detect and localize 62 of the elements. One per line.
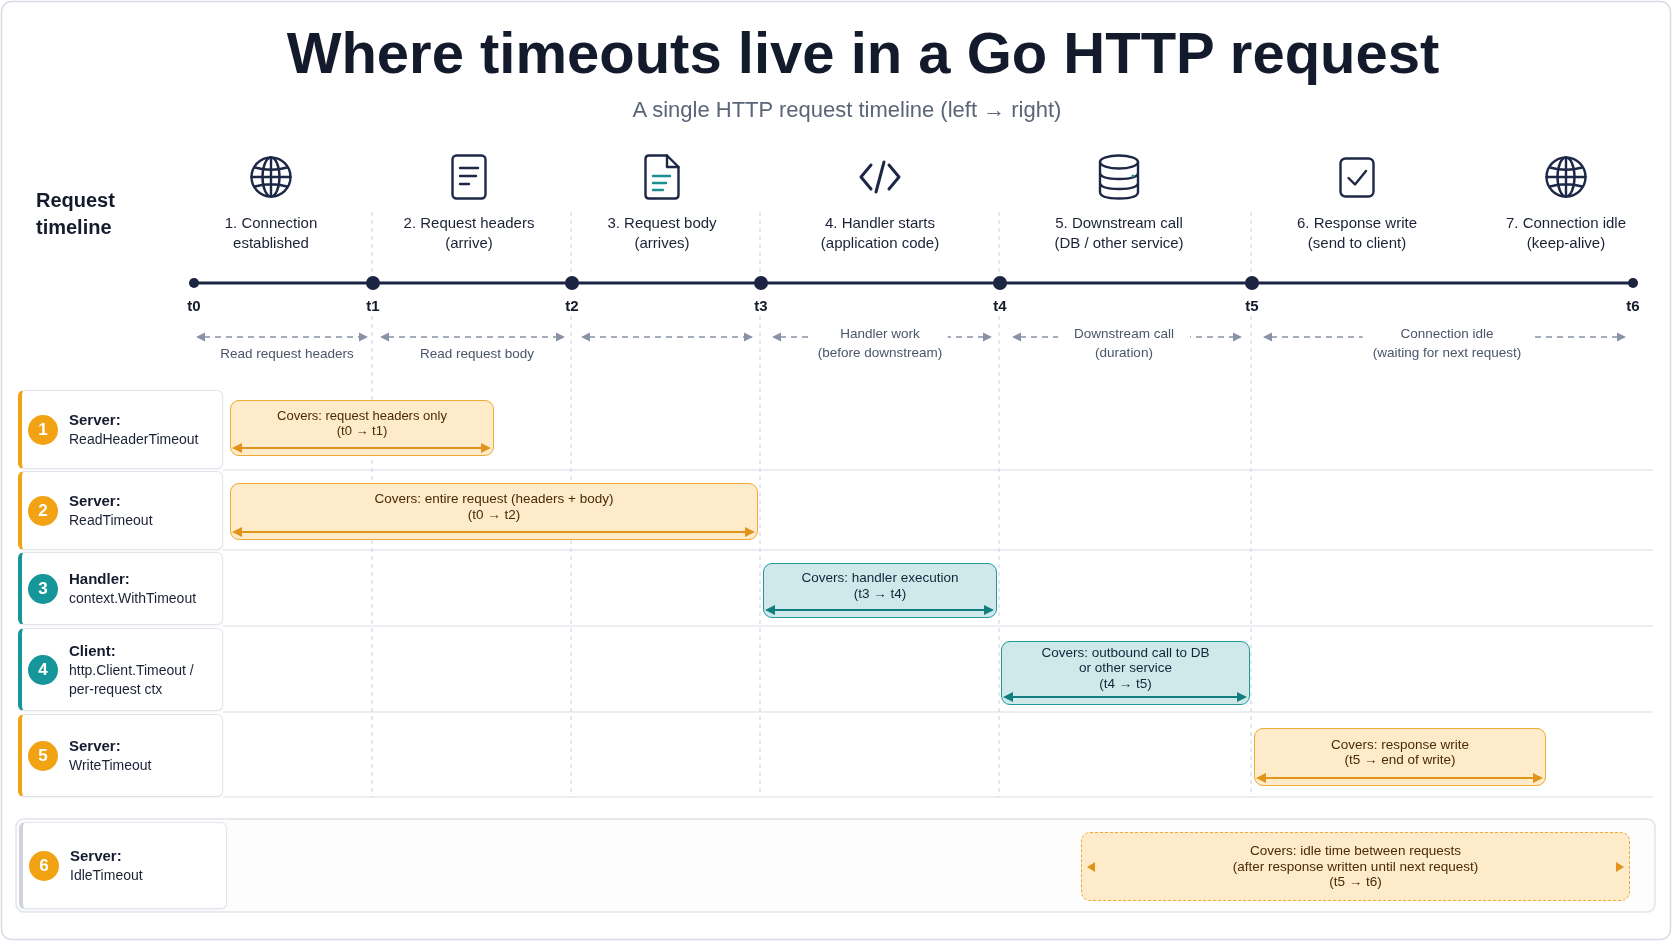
- timeout-owner: Server:: [69, 410, 121, 430]
- tick-label: t5: [1245, 296, 1259, 316]
- subtitle: A single HTTP request timeline (left → right): [632, 97, 1062, 123]
- step-number-badge: 1: [28, 414, 58, 445]
- timeout-setting: http.Client.Timeout / per-request ctx: [69, 660, 194, 699]
- phase-label: 5. Downstream call (DB / other service): [1054, 213, 1184, 253]
- timeout-card: [18, 714, 223, 797]
- time-range: (t0 → t1): [336, 423, 388, 439]
- coverage-text: Covers: response write: [1330, 736, 1470, 752]
- coverage-box: [763, 563, 997, 618]
- tick-label: t4: [993, 296, 1007, 316]
- timeline-heading: Request timeline: [36, 188, 115, 240]
- coverage-text: Covers: request headers only: [277, 407, 447, 423]
- step-number-badge: 5: [28, 740, 58, 771]
- phase-label: 3. Request body (arrives): [607, 213, 717, 253]
- timeout-owner: Server:: [69, 491, 121, 511]
- time-range: (t4 → t5): [1099, 675, 1152, 692]
- coverage-box: [1254, 728, 1546, 786]
- coverage-note: (after response written until next request): [1232, 858, 1479, 875]
- timeout-card: [18, 552, 223, 625]
- tick-label: t3: [754, 296, 768, 316]
- timeout-setting: context.WithTimeout: [69, 589, 197, 608]
- timeout-setting: ReadHeaderTimeout: [69, 430, 199, 449]
- timeout-setting: IdleTimeout: [70, 866, 143, 885]
- diagram-title: Where timeouts live in a Go HTTP request: [286, 19, 1440, 87]
- coverage-text: Covers: entire request (headers + body): [374, 491, 614, 507]
- timeout-owner: Server:: [70, 846, 122, 866]
- coverage-box: [230, 400, 494, 456]
- tick-label: t6: [1626, 296, 1640, 316]
- step-number-badge: 3: [28, 573, 58, 604]
- step-number-badge: 6: [29, 850, 59, 881]
- tick-label: t2: [565, 296, 579, 316]
- timeout-card: [19, 822, 227, 909]
- phase-label: 1. Connection established: [224, 213, 318, 253]
- phase-label: 4. Handler starts (application code): [820, 213, 940, 253]
- coverage-box: [1081, 832, 1630, 901]
- timeout-card: [18, 471, 223, 550]
- phase-label: 7. Connection idle (keep-alive): [1505, 213, 1627, 253]
- timeout-card: [18, 628, 223, 711]
- duration-label: Read request headers: [220, 345, 354, 363]
- timeout-owner: Handler:: [69, 569, 130, 589]
- timeout-owner: Server:: [69, 736, 121, 756]
- timeout-card: [18, 390, 223, 469]
- coverage-text: Covers: idle time between requests: [1250, 843, 1461, 859]
- timeout-owner: Client:: [69, 640, 116, 661]
- duration-label: Read request body: [419, 345, 535, 363]
- time-range: (t5 → t6): [1329, 874, 1382, 890]
- time-range: (t5 → end of write): [1344, 752, 1456, 768]
- coverage-box: [230, 483, 758, 540]
- step-number-badge: 4: [28, 654, 58, 685]
- phase-label: 2. Request headers (arrive): [403, 213, 535, 253]
- coverage-text: Covers: outbound call to DB or other service: [1041, 644, 1210, 676]
- tick-label: t0: [187, 296, 201, 316]
- step-number-badge: 2: [28, 495, 58, 526]
- timeout-setting: ReadTimeout: [69, 511, 153, 530]
- coverage-box: [1001, 641, 1250, 705]
- phase-label: 6. Response write (send to client): [1296, 213, 1418, 253]
- time-range: (t0 → t2): [467, 506, 521, 522]
- coverage-text: Covers: handler execution: [801, 570, 959, 586]
- tick-label: t1: [366, 296, 380, 316]
- timeout-setting: WriteTimeout: [69, 756, 152, 775]
- time-range: (t3 → t4): [853, 585, 907, 601]
